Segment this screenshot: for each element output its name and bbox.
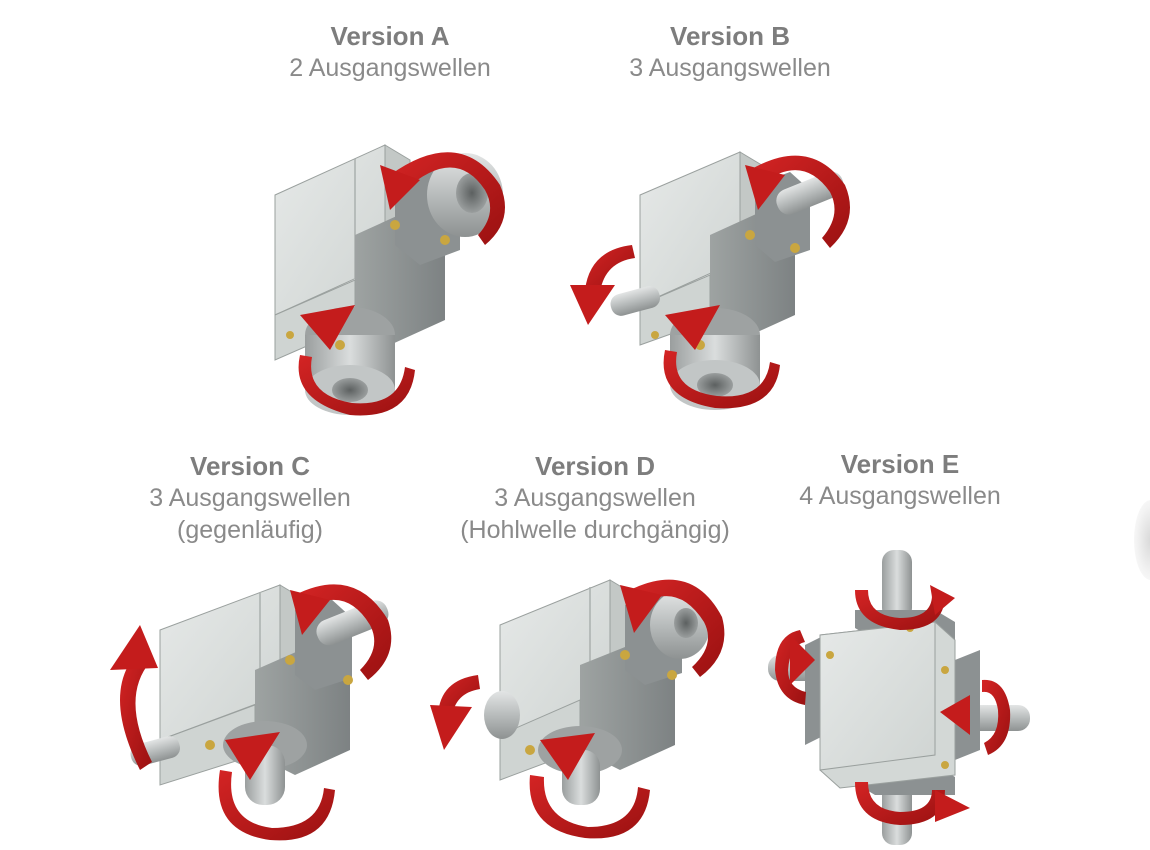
gearbox-version-c xyxy=(100,570,400,845)
label-version-a: Version A 2 Ausgangswellen xyxy=(240,20,540,85)
gearbox-version-a xyxy=(260,135,520,420)
gearbox-version-e xyxy=(760,550,1040,845)
version-a-title: Version A xyxy=(330,21,450,51)
version-a-line-1: 2 Ausgangswellen xyxy=(289,54,491,83)
gearbox-version-d xyxy=(430,565,730,845)
version-e-title: Version E xyxy=(840,449,960,479)
version-b-title: Version B xyxy=(670,21,790,51)
version-c-title: Version C xyxy=(190,451,310,481)
version-e-line-1: 4 Ausgangswellen xyxy=(799,482,1001,511)
gearbox-icon xyxy=(110,584,392,841)
gearbox-icon xyxy=(570,151,850,410)
rotation-arrow-icon xyxy=(390,152,505,245)
version-b-line-1: 3 Ausgangswellen xyxy=(629,54,831,83)
version-c-line-1: 3 Ausgangswellen xyxy=(149,484,351,513)
label-version-e: Version E 4 Ausgangswellen xyxy=(750,448,1050,513)
version-d-title: Version D xyxy=(535,451,655,481)
label-version-c: Version C 3 Ausgangswellen (gegenläufig) xyxy=(100,450,400,547)
version-d-line-2: (Hohlwelle durchgängig) xyxy=(460,515,730,544)
label-version-d: Version D 3 Ausgangswellen (Hohlwelle du… xyxy=(420,450,770,547)
version-d-line-1: 3 Ausgangswellen xyxy=(494,484,696,513)
gearbox-icon xyxy=(274,144,505,416)
gearbox-icon xyxy=(430,579,725,839)
edge-shadow xyxy=(1134,500,1150,580)
gearbox-icon xyxy=(768,550,1030,845)
version-c-line-2: (gegenläufig) xyxy=(177,515,323,544)
label-version-b: Version B 3 Ausgangswellen xyxy=(580,20,880,85)
gearbox-version-b xyxy=(570,140,870,415)
